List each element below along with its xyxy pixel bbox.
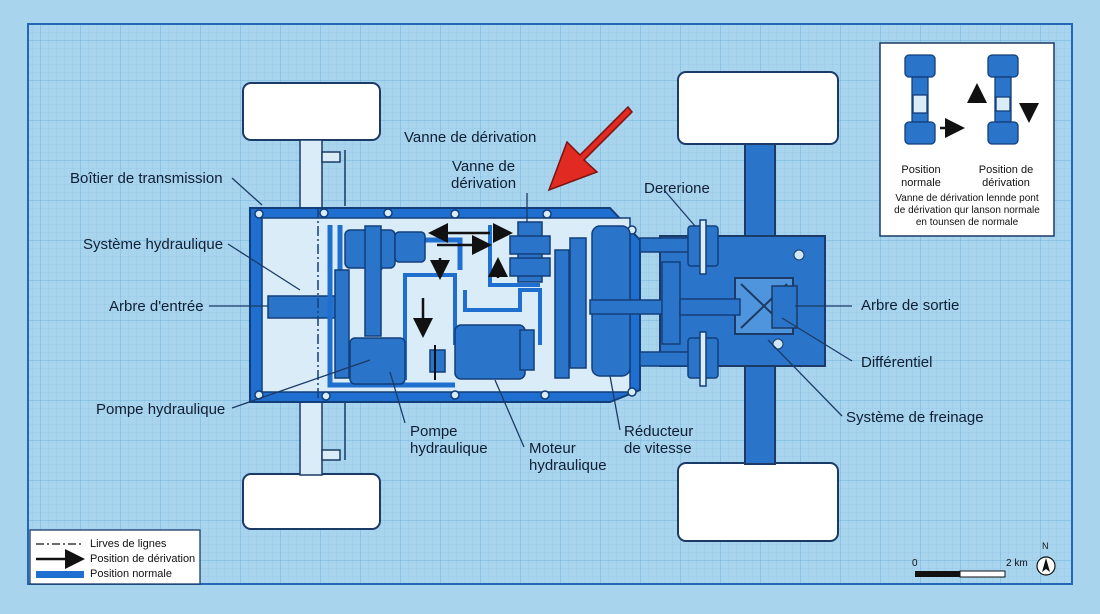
rear-axle [659,143,826,465]
label-vanne-derivation-inner: Vanne de dérivation [451,158,517,192]
label-systeme-hydraulique: Système hydraulique [83,236,224,253]
left-axle-struts [299,139,346,476]
valve-inset [879,42,1055,237]
wheel-rear-right [677,462,839,542]
label-arbre-entree: Arbre d'entrée [109,298,204,315]
valve-normal-icon [904,54,936,145]
transmission-housing [249,207,681,403]
label-dererione: Dererione [644,180,710,197]
label-moteur-hydraulique: Moteur hydraulique [529,440,607,474]
legend [29,529,201,585]
scale-end: 2 km [1006,558,1028,569]
leader-lines [209,177,853,448]
inset-label-normal: Position normale [901,164,941,189]
valve-bypass-icon [987,54,1019,145]
legend-item-derivation: Position de dérivation [90,553,196,565]
wheel-rear-left [242,473,381,530]
label-differentiel: Différentiel [861,354,933,371]
compass-north-label: N [1042,541,1049,551]
legend-item-lignes: Lirves de lignes [90,538,167,550]
inset-caption: Vanne de dérivation lennde pont de dériv… [894,193,1040,228]
label-systeme-freinage: Système de freinage [846,409,984,426]
label-pompe-hydraulique-left: Pompe hydraulique [96,401,226,418]
wheel-front-right [677,71,839,145]
output-shaft [639,219,741,387]
scale-start: 0 [912,558,918,569]
scale-bar [915,556,1056,578]
wheel-front-left [242,82,381,141]
label-boitier-transmission: Boîtier de transmission [70,170,223,187]
inset-label-derivation: Position de dérivation [978,164,1034,189]
label-reducteur-vitesse: Réducteur de vitesse [624,423,694,457]
label-pompe-hydraulique-bottom: Pompe hydraulique [410,423,488,457]
label-vanne-derivation-top: Vanne de dérivation [404,129,537,146]
label-arbre-sortie: Arbre de sortie [861,297,960,314]
legend-item-normale: Position normale [90,568,172,580]
bypass-valve-pointer-arrow [547,105,634,192]
legend-bar-icon [36,571,84,578]
